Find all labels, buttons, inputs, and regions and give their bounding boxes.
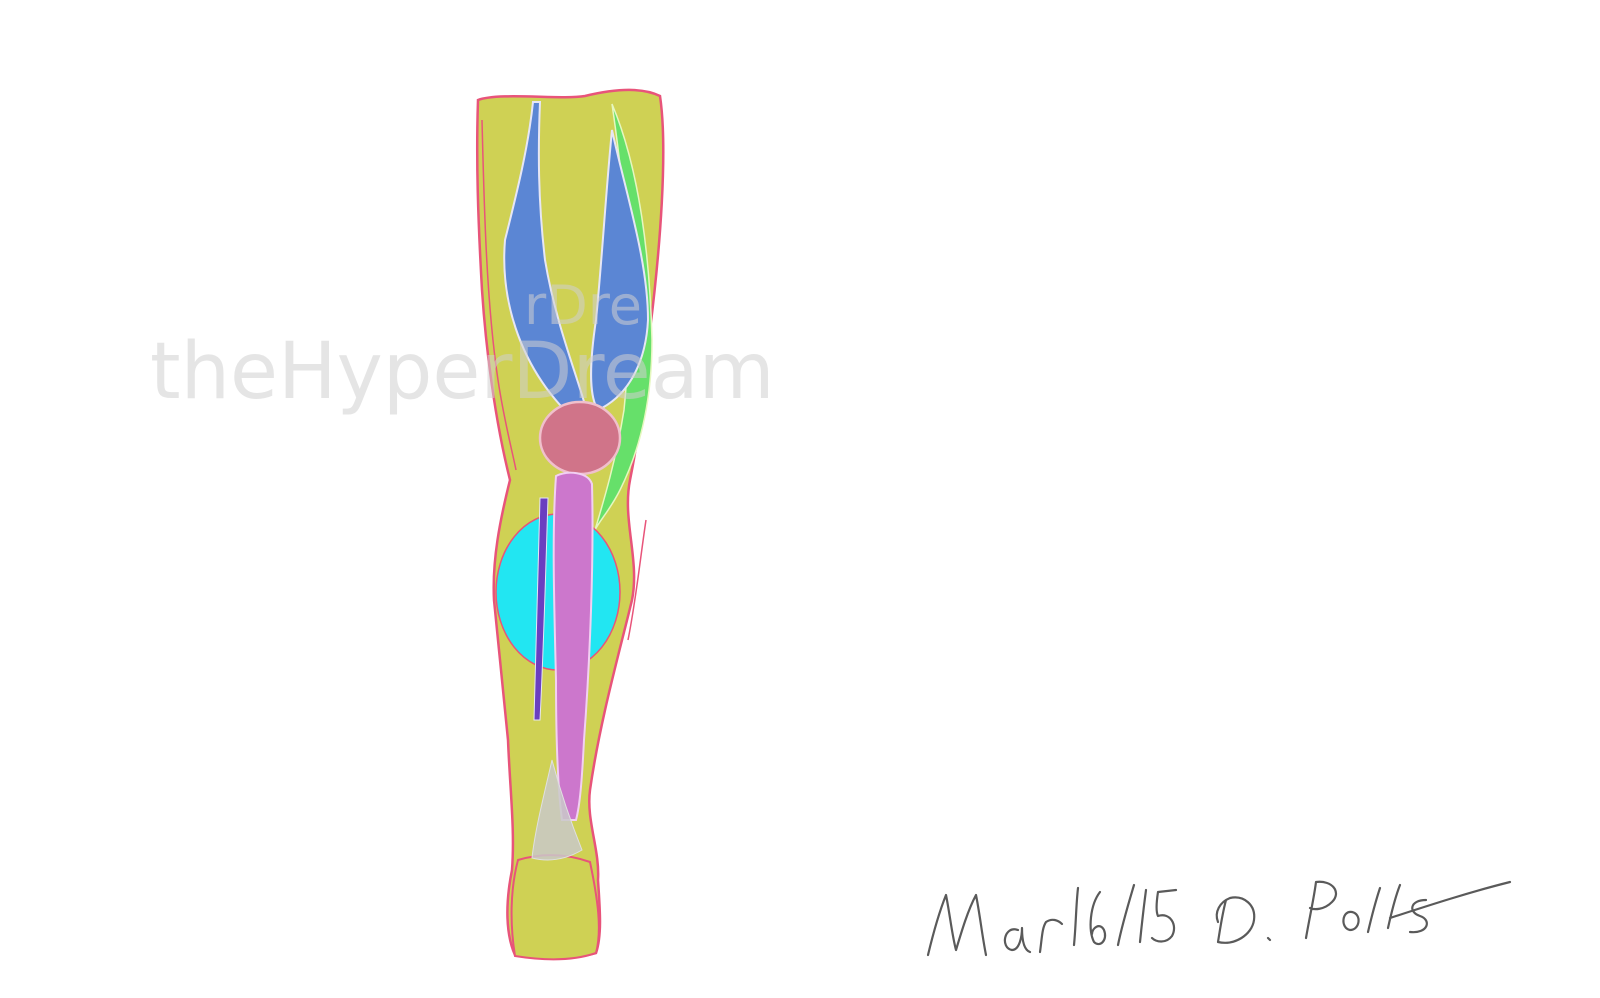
- left-outline-accent: [481, 119, 517, 471]
- tibia-shape: [552, 471, 594, 821]
- inner-dark-strip: [533, 497, 549, 721]
- signature-author-text: D. Potts: [1220, 983, 1224, 986]
- signature: [926, 880, 1512, 957]
- right-outline-accent: [627, 519, 647, 641]
- watermark-overlap: rDre: [524, 274, 642, 337]
- foot-shape: [510, 854, 600, 961]
- watermark-main: theHyperDream: [150, 327, 775, 417]
- ankle-shadow: [531, 759, 583, 861]
- signature-date-text: Mar 16/15: [928, 983, 933, 986]
